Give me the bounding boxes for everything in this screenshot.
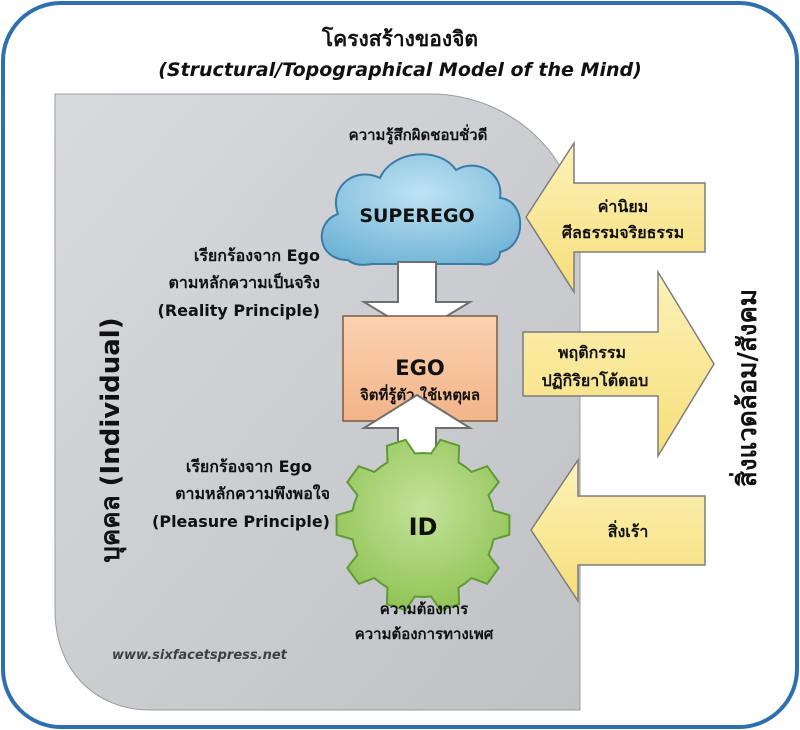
pleasure-line-3: (Pleasure Principle)	[152, 512, 330, 531]
reality-principle-text: เรียกร้องจาก Ego ตามหลักความเป็นจริง (Re…	[158, 246, 320, 320]
id-label: ID	[409, 513, 438, 541]
superego-label: SUPEREGO	[359, 205, 474, 227]
behavior-arrow-line2: ปฏิกิริยาโต้ตอบ	[542, 370, 649, 390]
pleasure-principle-text: เรียกร้องจาก Ego ตามหลักความพึงพอใจ (Ple…	[152, 457, 330, 531]
individual-panel	[54, 93, 581, 711]
id-caption-sexual: ความต้องการทางเพศ	[355, 625, 494, 643]
behavior-arrow-line1: พฤติกรรม	[558, 343, 626, 362]
values-arrow-line2: ศีลธรรมจริยธรรม	[562, 223, 684, 242]
stimulus-arrow-label: สิ่งเร้า	[607, 520, 648, 541]
stimulus-arrow: สิ่งเร้า	[530, 457, 706, 604]
reality-line-1: เรียกร้องจาก Ego	[194, 246, 320, 265]
environment-label: สิ่งแวดล้อม/สังคม	[728, 289, 763, 487]
individual-label: บุคคล (Individual)	[96, 317, 127, 562]
title-english: (Structural/Topographical Model of the M…	[158, 59, 642, 81]
reality-line-2: ตามหลักความเป็นจริง	[168, 271, 320, 292]
reality-line-3: (Reality Principle)	[158, 301, 320, 320]
superego-caption: ความรู้สึกผิดชอบชั่วดี	[349, 124, 488, 145]
id-gear: ID	[335, 438, 511, 612]
superego-cloud: SUPEREGO	[320, 153, 522, 266]
title-thai: โครงสร้างของจิต	[321, 26, 478, 51]
pleasure-line-1: เรียกร้องจาก Ego	[186, 457, 312, 476]
ego-label: EGO	[395, 356, 444, 380]
values-arrow: ค่านิยม ศีลธรรมจริยธรรม	[525, 140, 706, 295]
ego-subtitle: จิตที่รู้ตัว ใช้เหตุผล	[360, 384, 480, 405]
values-arrow-line1: ค่านิยม	[598, 197, 649, 216]
watermark: www.sixfacetspress.net	[112, 648, 288, 663]
behavior-arrow: พฤติกรรม ปฏิกิริยาโต้ตอบ	[522, 269, 715, 459]
id-caption-needs: ความต้องการ	[380, 600, 469, 618]
pleasure-line-2: ตามหลักความพึงพอใจ	[175, 484, 330, 503]
